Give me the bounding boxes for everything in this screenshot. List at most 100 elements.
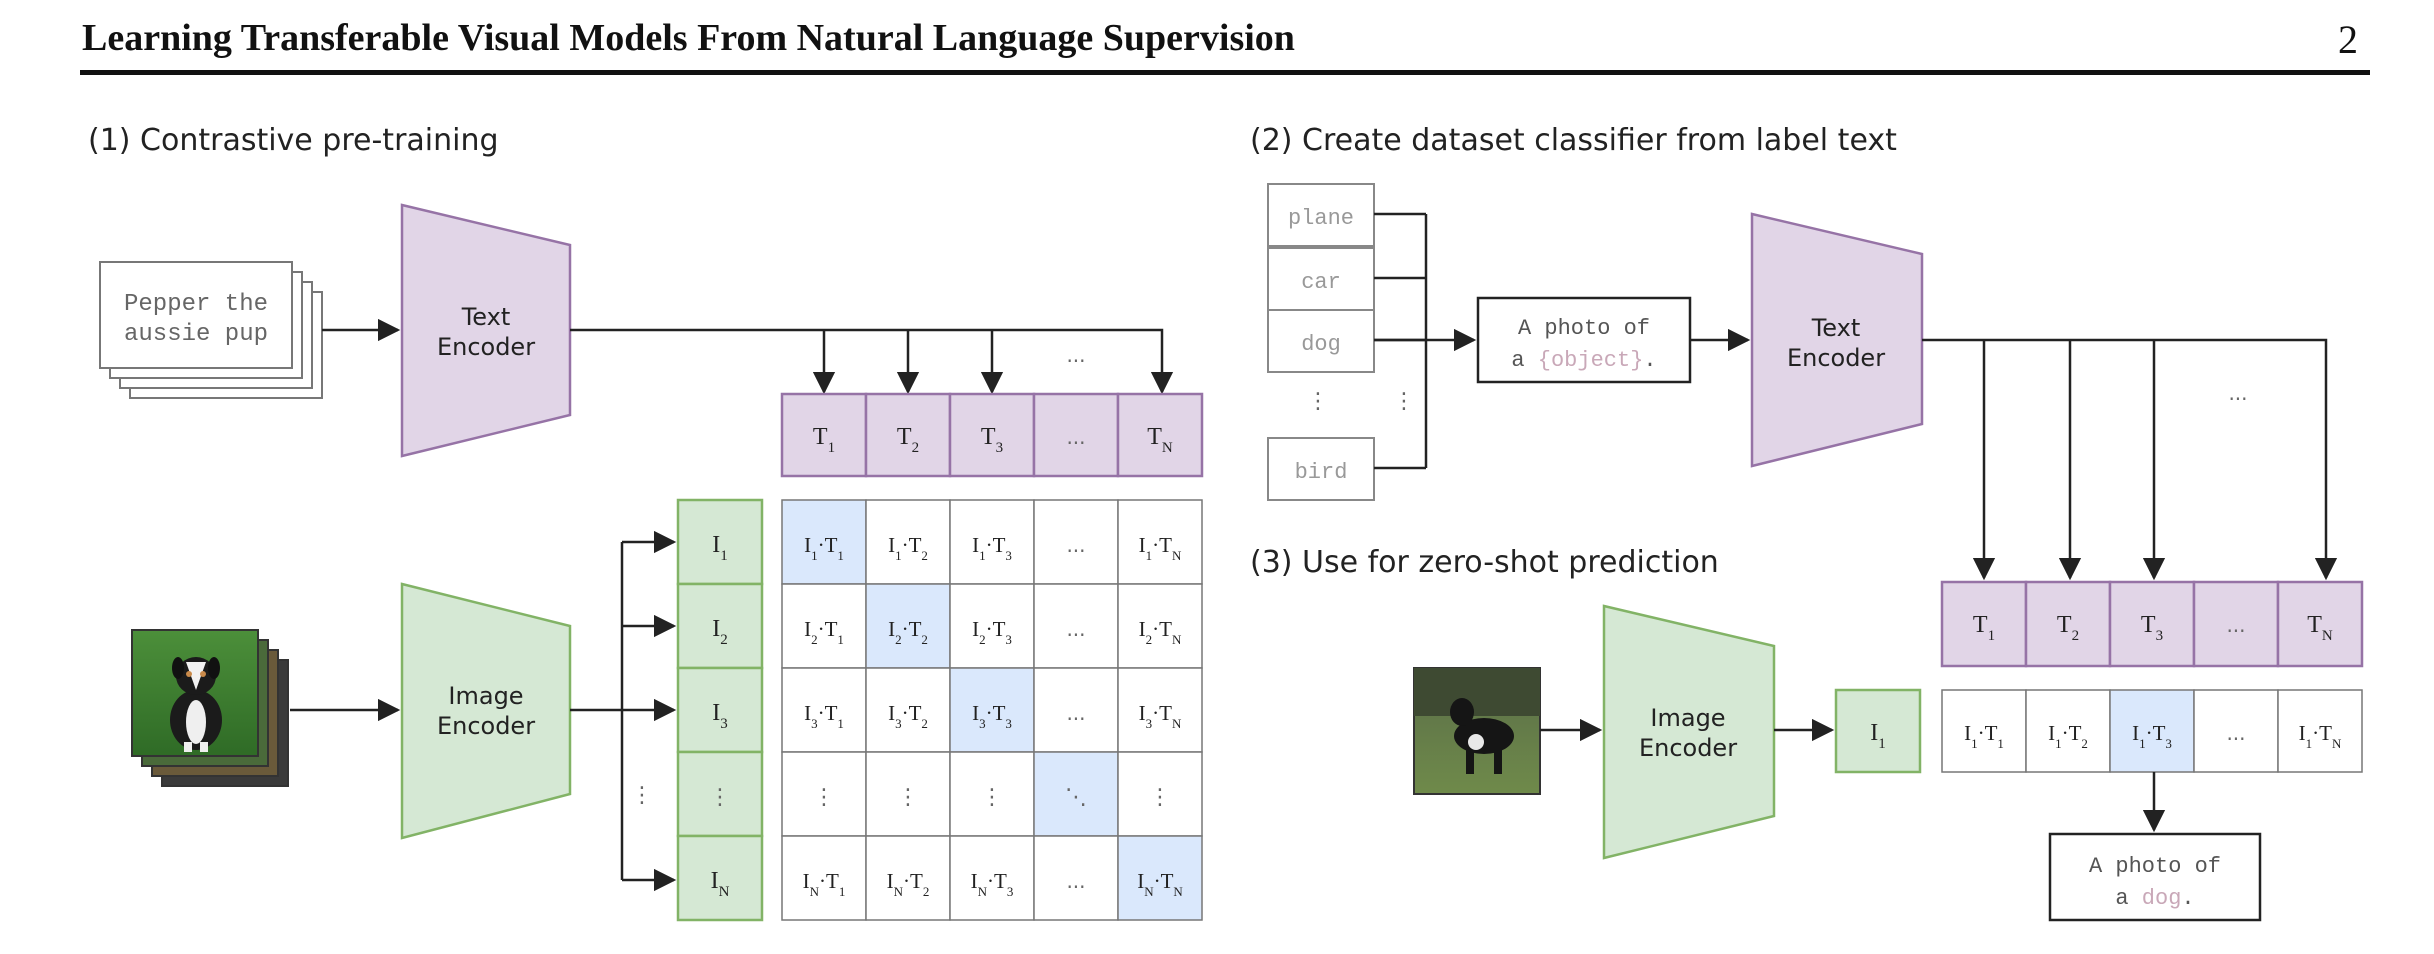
image-encoder-p1-line2: Encoder bbox=[437, 712, 535, 740]
class-label-bird: bird bbox=[1267, 437, 1375, 501]
similarity-cell: I1·T1 bbox=[781, 499, 867, 585]
text-embedding-p3-label: T1 bbox=[1973, 612, 1995, 644]
text-embedding-cell-p3: ... bbox=[2192, 580, 2280, 668]
class-label-text: dog bbox=[1301, 332, 1341, 357]
similarity-cell: I3·T3 bbox=[949, 667, 1035, 753]
text-encoder-p1-line1: Text bbox=[461, 303, 511, 331]
panel3-heading: (3) Use for zero-shot prediction bbox=[1250, 545, 1719, 580]
class-label-car: car bbox=[1267, 247, 1375, 311]
image-encoder-p3: Image Encoder bbox=[1602, 604, 1776, 860]
text-embedding-cell: T3 bbox=[948, 392, 1036, 478]
image-encoder-p1: Image Encoder bbox=[400, 582, 572, 840]
page-number: 2 bbox=[2338, 17, 2358, 62]
similarity-product: IN·T1 bbox=[803, 869, 846, 899]
text-embedding-cell-p3: T3 bbox=[2108, 580, 2196, 668]
text-encoder-p2-line1: Text bbox=[1811, 314, 1861, 342]
result-line-2-suffix: . bbox=[2181, 886, 2194, 911]
similarity-product: I3·T1 bbox=[804, 701, 844, 731]
image-embedding-cell: I2 bbox=[676, 582, 764, 670]
ellipsis-above-t: ... bbox=[1066, 343, 1085, 367]
image-encoder-p3-line1: Image bbox=[1650, 704, 1725, 732]
text-embedding-label: T1 bbox=[813, 424, 835, 456]
similarity-product: IN·T3 bbox=[971, 869, 1014, 899]
vdots-before-i: ⋮ bbox=[631, 783, 653, 808]
text-embedding-cell-p3: T1 bbox=[1940, 580, 2028, 668]
prediction-score-product: I1·T3 bbox=[2132, 721, 2172, 751]
similarity-cell: I3·T1 bbox=[781, 667, 867, 753]
class-label-list: plane car dog bird bbox=[1267, 183, 1375, 501]
image-embedding-vdots: ⋮ bbox=[709, 785, 731, 810]
similarity-cell: IN·T3 bbox=[949, 835, 1035, 921]
text-embedding-label: T2 bbox=[897, 424, 919, 456]
similarity-product: IN·T2 bbox=[887, 869, 930, 899]
text-embedding-cell-p3: TN bbox=[2276, 580, 2364, 668]
prediction-score-cell: I1·T2 bbox=[2025, 689, 2111, 773]
image-embedding-label: I3 bbox=[712, 700, 728, 732]
image-stack bbox=[131, 629, 289, 787]
similarity-product: I1·T3 bbox=[972, 533, 1012, 563]
similarity-cell: I1·T2 bbox=[865, 499, 951, 585]
panel2-heading: (2) Create dataset classifier from label… bbox=[1250, 123, 1897, 158]
image-embedding-p3: I1 bbox=[1834, 688, 1922, 774]
prediction-score-product: I1·TN bbox=[2299, 721, 2342, 751]
prediction-score-cell: I1·T1 bbox=[1941, 689, 2027, 773]
vdots-labels-left: ⋮ bbox=[1307, 389, 1329, 414]
similarity-ellipsis: ... bbox=[1066, 617, 1085, 641]
similarity-product: IN·TN bbox=[1137, 869, 1183, 899]
similarity-ellipsis: ... bbox=[1066, 533, 1085, 557]
text-embedding-cell: T1 bbox=[780, 392, 868, 478]
similarity-ellipsis: ... bbox=[1066, 869, 1085, 893]
template-object-placeholder: {object} bbox=[1538, 348, 1644, 373]
text-embedding-cell: ... bbox=[1032, 392, 1120, 478]
similarity-product: I3·TN bbox=[1139, 701, 1182, 731]
similarity-vdots: ⋮ bbox=[981, 785, 1003, 810]
text-embedding-p3-label: T2 bbox=[2057, 612, 2079, 644]
similarity-cell: I2·T1 bbox=[781, 583, 867, 669]
similarity-cell: I1·T3 bbox=[949, 499, 1035, 585]
similarity-cell: ... bbox=[1033, 835, 1119, 921]
caption-stack: Pepper the aussie pup bbox=[99, 261, 323, 399]
image-embedding-cell: I1 bbox=[676, 498, 764, 586]
caption-line-2: aussie pup bbox=[124, 321, 268, 348]
image-embedding-cell: ⋮ bbox=[676, 750, 764, 838]
similarity-cell: I2·TN bbox=[1117, 583, 1203, 669]
similarity-product: I2·T3 bbox=[972, 617, 1012, 647]
prediction-score-cell: I1·T3 bbox=[2109, 689, 2195, 773]
ellipsis-above-t-p2: ... bbox=[2228, 381, 2247, 405]
similarity-cell: ⋮ bbox=[781, 751, 867, 837]
text-embedding-row-p3: T1 T2 T3... TN bbox=[1940, 580, 2364, 668]
text-embedding-p3-ellipsis: ... bbox=[2226, 613, 2245, 637]
similarity-vdots: ⋮ bbox=[813, 785, 835, 810]
template-line-2-suffix: . bbox=[1643, 348, 1656, 373]
text-embedding-cell-p3: T2 bbox=[2024, 580, 2112, 668]
prediction-score-row: I1·T1 I1·T2 I1·T3... I1·TN bbox=[1941, 689, 2363, 773]
similarity-cell: IN·TN bbox=[1117, 835, 1203, 921]
prediction-score-cell: I1·TN bbox=[2277, 689, 2363, 773]
similarity-cell: ... bbox=[1033, 499, 1119, 585]
result-predicted-word: dog bbox=[2142, 886, 2182, 911]
prediction-score-product: I1·T1 bbox=[1964, 721, 2004, 751]
image-embedding-label: IN bbox=[711, 868, 730, 900]
similarity-cell: ... bbox=[1033, 583, 1119, 669]
prediction-score-cell: ... bbox=[2193, 689, 2279, 773]
prediction-result-box: A photo of a dog. bbox=[2048, 832, 2262, 922]
template-line-2-prefix: a bbox=[1511, 348, 1537, 373]
class-label-text: bird bbox=[1295, 460, 1348, 485]
similarity-cell: ⋱ bbox=[1033, 751, 1119, 837]
template-line-2: a {object}. bbox=[1511, 348, 1656, 373]
text-embedding-ellipsis: ... bbox=[1066, 425, 1085, 449]
paper-title: Learning Transferable Visual Models From… bbox=[82, 17, 1295, 59]
vdots-labels-right: ⋮ bbox=[1393, 389, 1415, 414]
image-encoder-p3-line2: Encoder bbox=[1639, 734, 1737, 762]
class-label-text: plane bbox=[1288, 206, 1354, 231]
panel1-heading: (1) Contrastive pre-training bbox=[88, 123, 499, 158]
similarity-cell: ... bbox=[1033, 667, 1119, 753]
similarity-cell: I2·T3 bbox=[949, 583, 1035, 669]
puppy-photo bbox=[170, 657, 222, 752]
similarity-cell: I2·T2 bbox=[865, 583, 951, 669]
similarity-product: I2·TN bbox=[1139, 617, 1182, 647]
